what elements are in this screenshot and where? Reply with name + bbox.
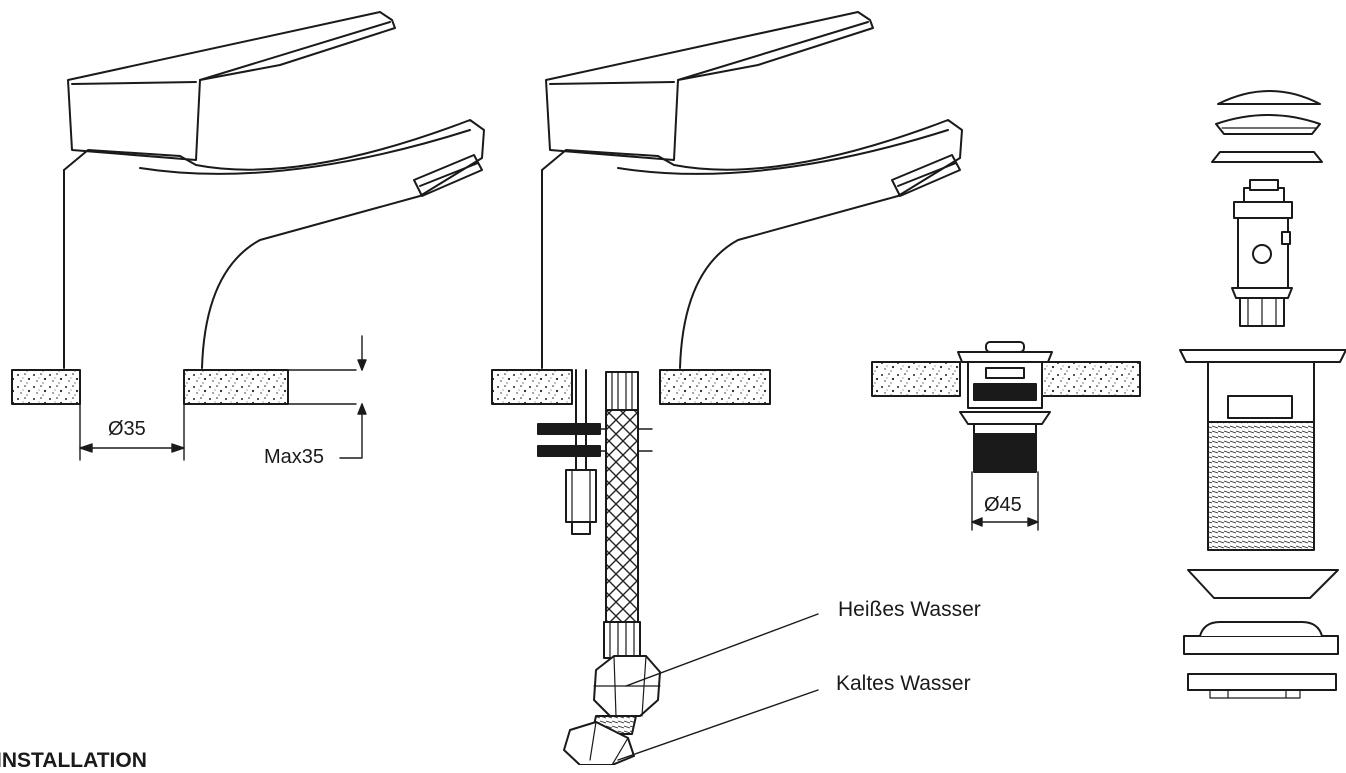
callout-leaders (617, 613, 819, 761)
hole-dimension (79, 403, 185, 461)
cold-water-label: Kaltes Wasser (836, 672, 971, 695)
max-thickness-label: Max35 (264, 446, 325, 468)
thickness-dimension (339, 335, 367, 459)
countertop-right (871, 361, 1141, 397)
drain-diameter-label: Ø45 (984, 494, 1022, 516)
section-heading: INSTALLATION (0, 749, 147, 772)
faucet-lever (67, 11, 396, 161)
hole-diameter-label: Ø35 (108, 418, 146, 440)
drain-dimension (971, 471, 1039, 531)
mounting-stud (537, 369, 653, 535)
hex-nuts (563, 655, 661, 765)
drain-exploded (1179, 90, 1346, 699)
countertop-left (11, 369, 357, 405)
faucet-left (63, 11, 485, 369)
hot-water-label: Heißes Wasser (838, 598, 981, 621)
countertop-center (491, 369, 771, 405)
drain-installed (957, 341, 1053, 473)
braided-hose (603, 371, 641, 659)
faucet-body (63, 119, 485, 369)
faucet-center (541, 11, 963, 369)
